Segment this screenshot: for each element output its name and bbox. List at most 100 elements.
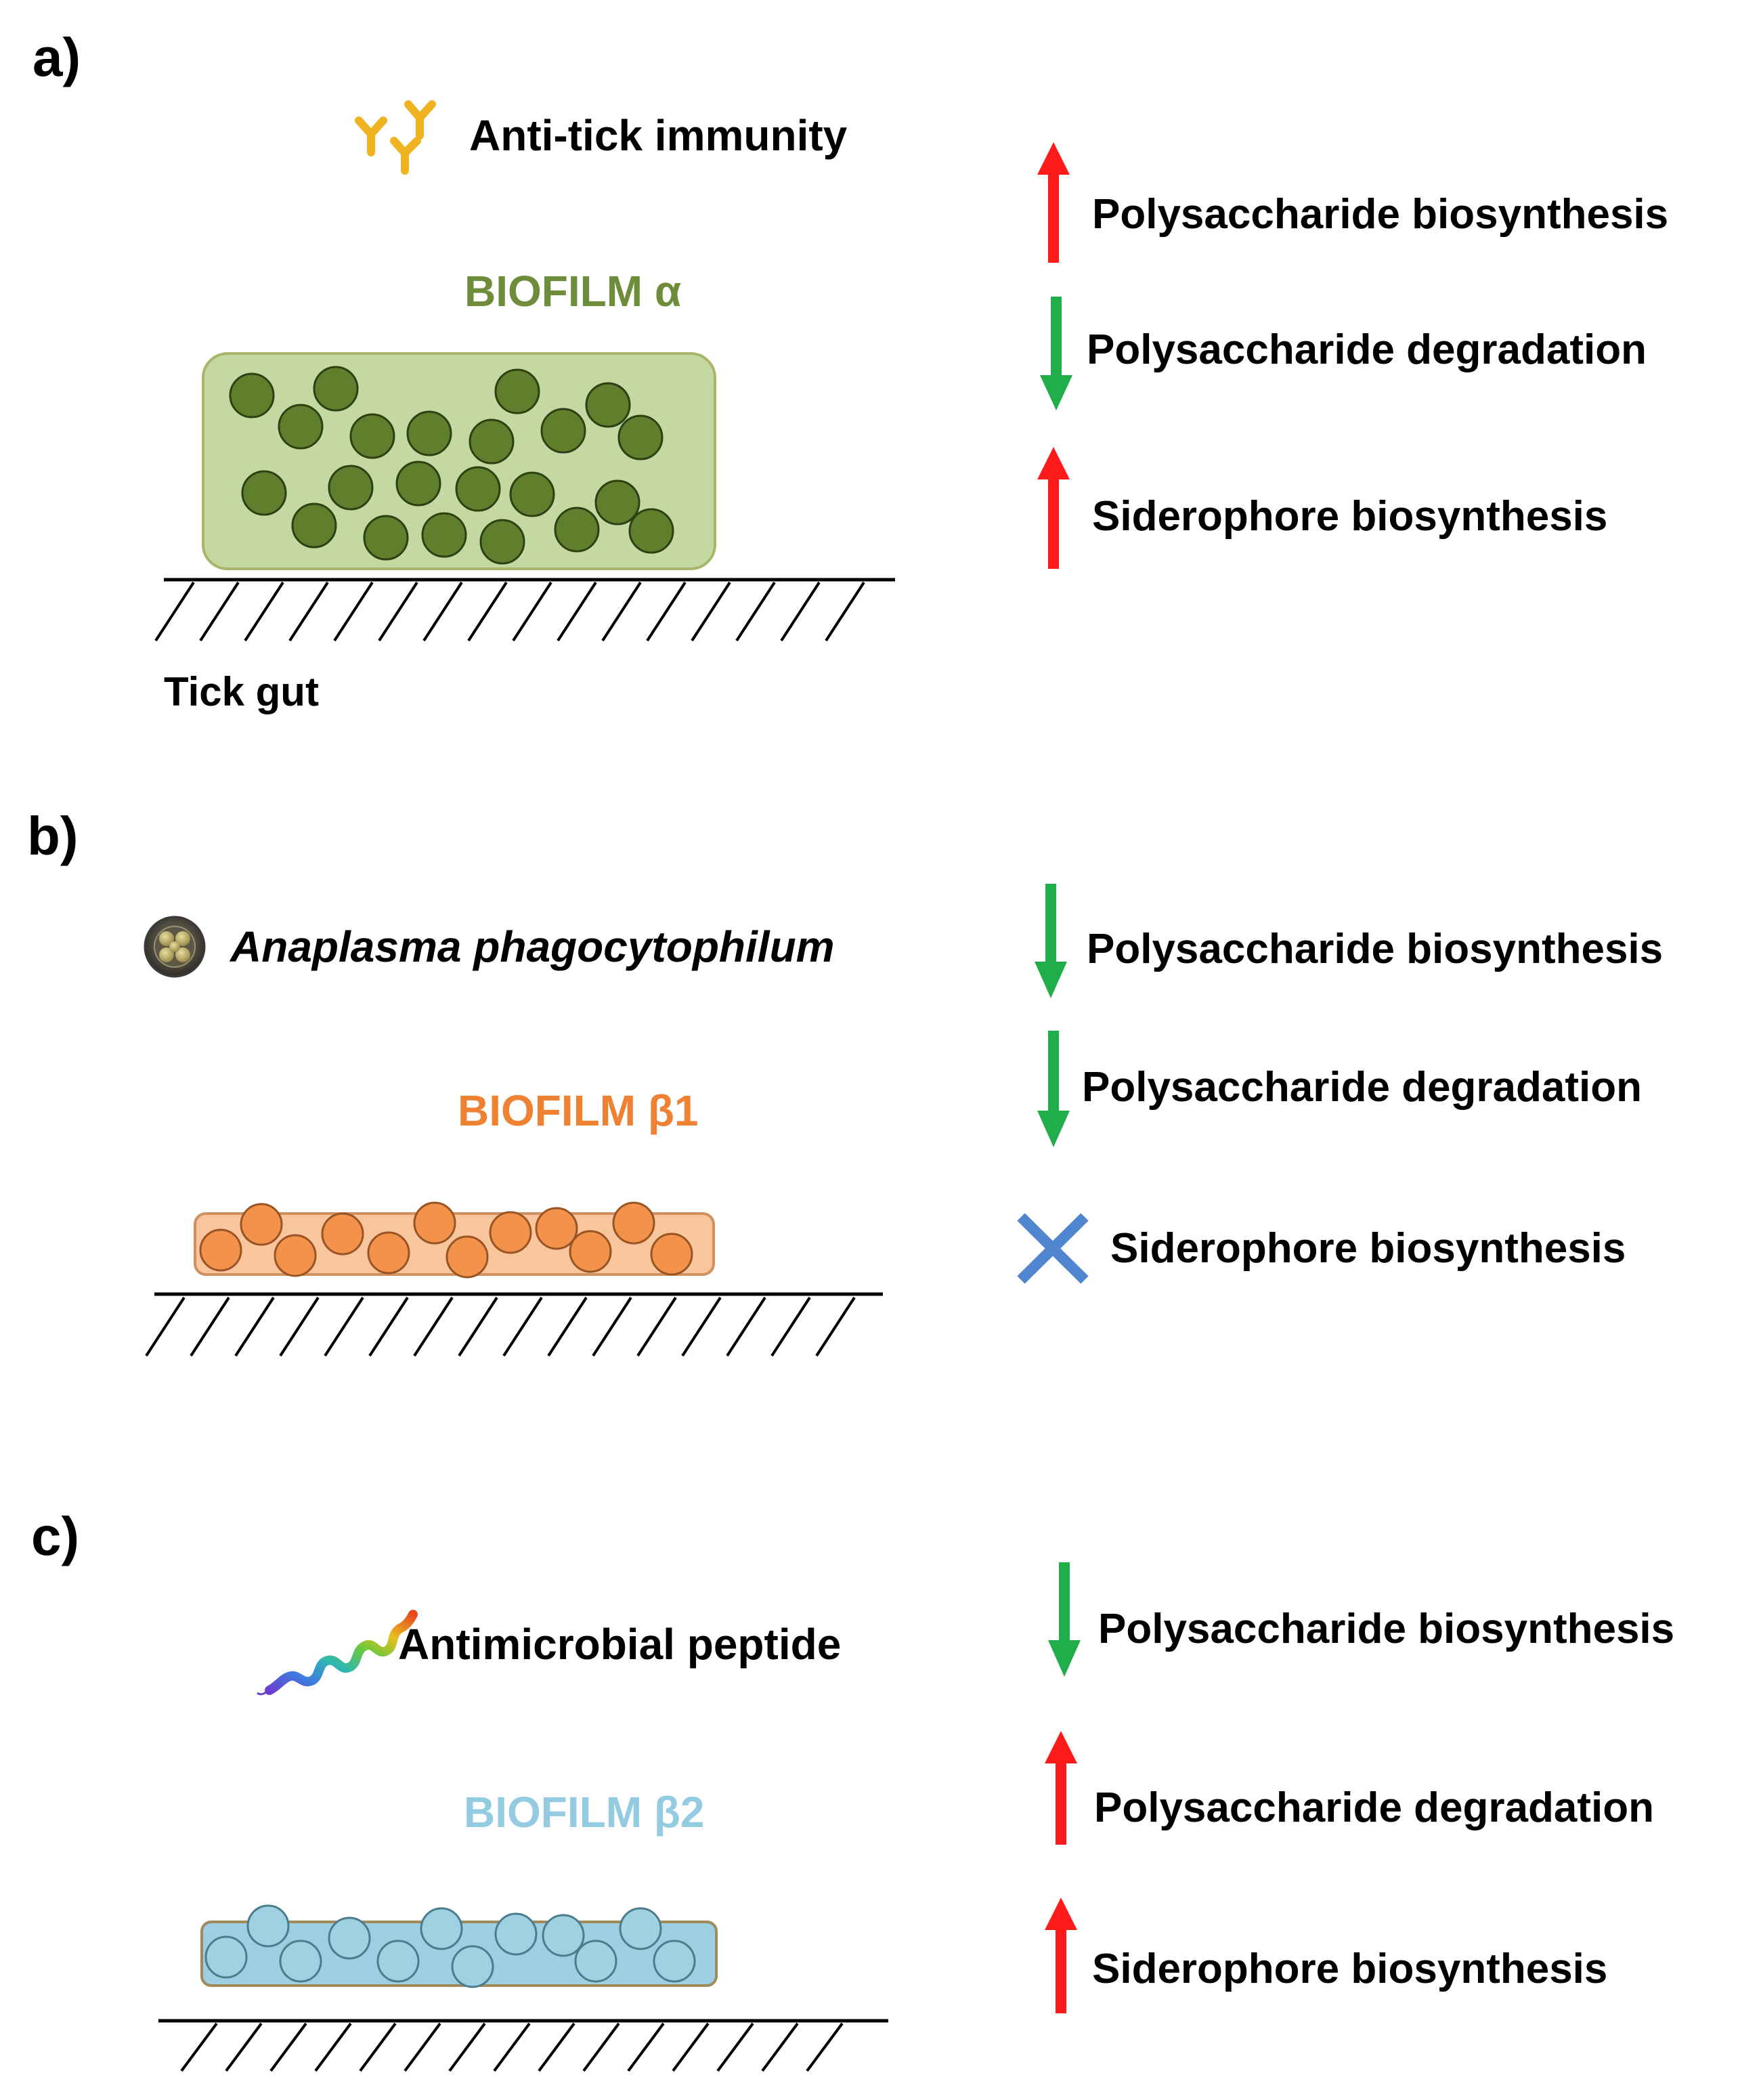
hatch-line bbox=[716, 2022, 754, 2072]
bacterial-cell bbox=[204, 1935, 248, 1979]
effect-label: Polysaccharide biosynthesis bbox=[1098, 1606, 1674, 1652]
bacterial-cell bbox=[455, 466, 501, 512]
bacterial-cell bbox=[619, 1907, 662, 1950]
panel-c: c) Antimicrobial peptide BIOFILM β2 Poly… bbox=[31, 1506, 1674, 2072]
effect-label: Polysaccharide degradation bbox=[1082, 1064, 1642, 1111]
cross-icon bbox=[1017, 1213, 1089, 1284]
bacterial-cell bbox=[617, 414, 664, 460]
hatch-line bbox=[448, 2022, 486, 2072]
bacterial-cell bbox=[469, 419, 515, 465]
hatch-line bbox=[646, 581, 687, 642]
bacterial-cell bbox=[479, 519, 525, 565]
hatch-line bbox=[512, 581, 552, 642]
biofilm-label: BIOFILM β2 bbox=[464, 1788, 705, 1837]
hatch-line bbox=[681, 1296, 722, 1357]
hatch-line bbox=[180, 2022, 218, 2072]
hatch-line bbox=[467, 581, 508, 642]
hatch-line bbox=[557, 581, 597, 642]
hatch-line bbox=[154, 581, 195, 642]
bacterial-cell bbox=[199, 1228, 242, 1272]
hatch-line bbox=[404, 2022, 441, 2072]
antibody-icon bbox=[355, 100, 436, 175]
hatch-line bbox=[601, 581, 642, 642]
hatch-line bbox=[726, 1296, 766, 1357]
hatch-line bbox=[413, 1296, 454, 1357]
panel-a-label: a) bbox=[32, 27, 81, 87]
panel-c-label: c) bbox=[31, 1506, 79, 1566]
stimulus-label: Anaplasma phagocytophilum bbox=[229, 922, 835, 971]
bacterial-cell bbox=[594, 479, 640, 526]
arrow-down-icon bbox=[1048, 1562, 1081, 1677]
bacterial-cell bbox=[653, 1940, 696, 1983]
effects-list: Polysaccharide biosynthesis Polysacchari… bbox=[1045, 1562, 1674, 2013]
biofilm-alpha-cells bbox=[229, 366, 674, 565]
bacterial-cell bbox=[363, 515, 409, 561]
bacterial-cell bbox=[628, 508, 674, 554]
hatch-line bbox=[199, 581, 240, 642]
bacterial-cell bbox=[494, 1912, 538, 1956]
bacterial-cell bbox=[535, 1207, 578, 1250]
bacterial-cell bbox=[420, 1907, 463, 1950]
bacterial-cell bbox=[612, 1201, 655, 1245]
hatch-line bbox=[636, 1296, 677, 1357]
bacterial-cell bbox=[349, 413, 395, 459]
arrow-down-icon bbox=[1035, 884, 1067, 998]
hatch-line bbox=[806, 2022, 844, 2072]
hatch-line bbox=[582, 2022, 620, 2072]
peptide-helix-icon bbox=[257, 1610, 418, 1696]
bacterial-cell bbox=[413, 1201, 456, 1245]
hatch-line bbox=[502, 1296, 543, 1357]
effect-label: Siderophore biosynthesis bbox=[1092, 493, 1607, 540]
hatch-line bbox=[592, 1296, 632, 1357]
bacterial-cell bbox=[446, 1235, 489, 1279]
panel-b: b) Anaplasma phagocytophilum BIOFILM β1 … bbox=[27, 806, 1663, 1357]
bacterial-cell bbox=[246, 1904, 290, 1948]
panel-b-label: b) bbox=[27, 806, 79, 866]
hatch-line bbox=[234, 1296, 275, 1357]
hatch-line bbox=[314, 2022, 352, 2072]
panel-a: a) Anti-tick immunity BIOFILM α Tick gut… bbox=[32, 27, 1668, 714]
bacterial-cell bbox=[489, 1211, 532, 1254]
hatch-line bbox=[761, 2022, 799, 2072]
surface-hatching bbox=[145, 1296, 856, 1357]
hatch-line bbox=[538, 2022, 575, 2072]
bacterial-cell bbox=[278, 404, 324, 450]
bacterial-cell bbox=[585, 382, 631, 428]
bacterial-cell bbox=[229, 372, 275, 419]
hatch-line bbox=[288, 581, 329, 642]
arrow-up-icon bbox=[1037, 142, 1070, 263]
bacterial-cell bbox=[367, 1231, 410, 1274]
hatch-line bbox=[359, 2022, 397, 2072]
surface-hatching bbox=[154, 581, 865, 642]
hatch-line bbox=[627, 2022, 665, 2072]
bacterial-cell bbox=[328, 465, 374, 511]
bacterial-cell bbox=[542, 1914, 585, 1957]
hatch-line bbox=[770, 1296, 811, 1357]
hatch-line bbox=[825, 581, 865, 642]
surface-hatching bbox=[180, 2022, 844, 2072]
arrow-down-icon bbox=[1037, 1031, 1070, 1147]
bacterial-cell bbox=[241, 470, 287, 516]
arrow-up-icon bbox=[1045, 1898, 1077, 2013]
bacterial-cell bbox=[554, 507, 600, 553]
effects-list: Polysaccharide biosynthesis Polysacchari… bbox=[1017, 884, 1663, 1284]
bacterial-cell bbox=[328, 1916, 371, 1960]
hatch-line bbox=[324, 1296, 364, 1357]
stimulus-label: Anti-tick immunity bbox=[469, 111, 848, 160]
surface-label: Tick gut bbox=[164, 669, 319, 714]
hatch-line bbox=[244, 581, 284, 642]
bacterial-cell bbox=[574, 1940, 617, 1983]
hatch-line bbox=[225, 2022, 263, 2072]
hatch-line bbox=[190, 1296, 230, 1357]
hatch-line bbox=[672, 2022, 710, 2072]
bacterial-cell bbox=[240, 1203, 283, 1246]
arrow-down-icon bbox=[1040, 297, 1072, 410]
bacterial-cell bbox=[274, 1234, 317, 1277]
bacterial-cell bbox=[376, 1940, 420, 1983]
hatch-line bbox=[368, 1296, 409, 1357]
effect-label: Polysaccharide degradation bbox=[1087, 326, 1647, 373]
biofilm-beta2-cells bbox=[204, 1904, 696, 1988]
hatch-line bbox=[279, 1296, 320, 1357]
bacterial-cell bbox=[321, 1212, 364, 1256]
